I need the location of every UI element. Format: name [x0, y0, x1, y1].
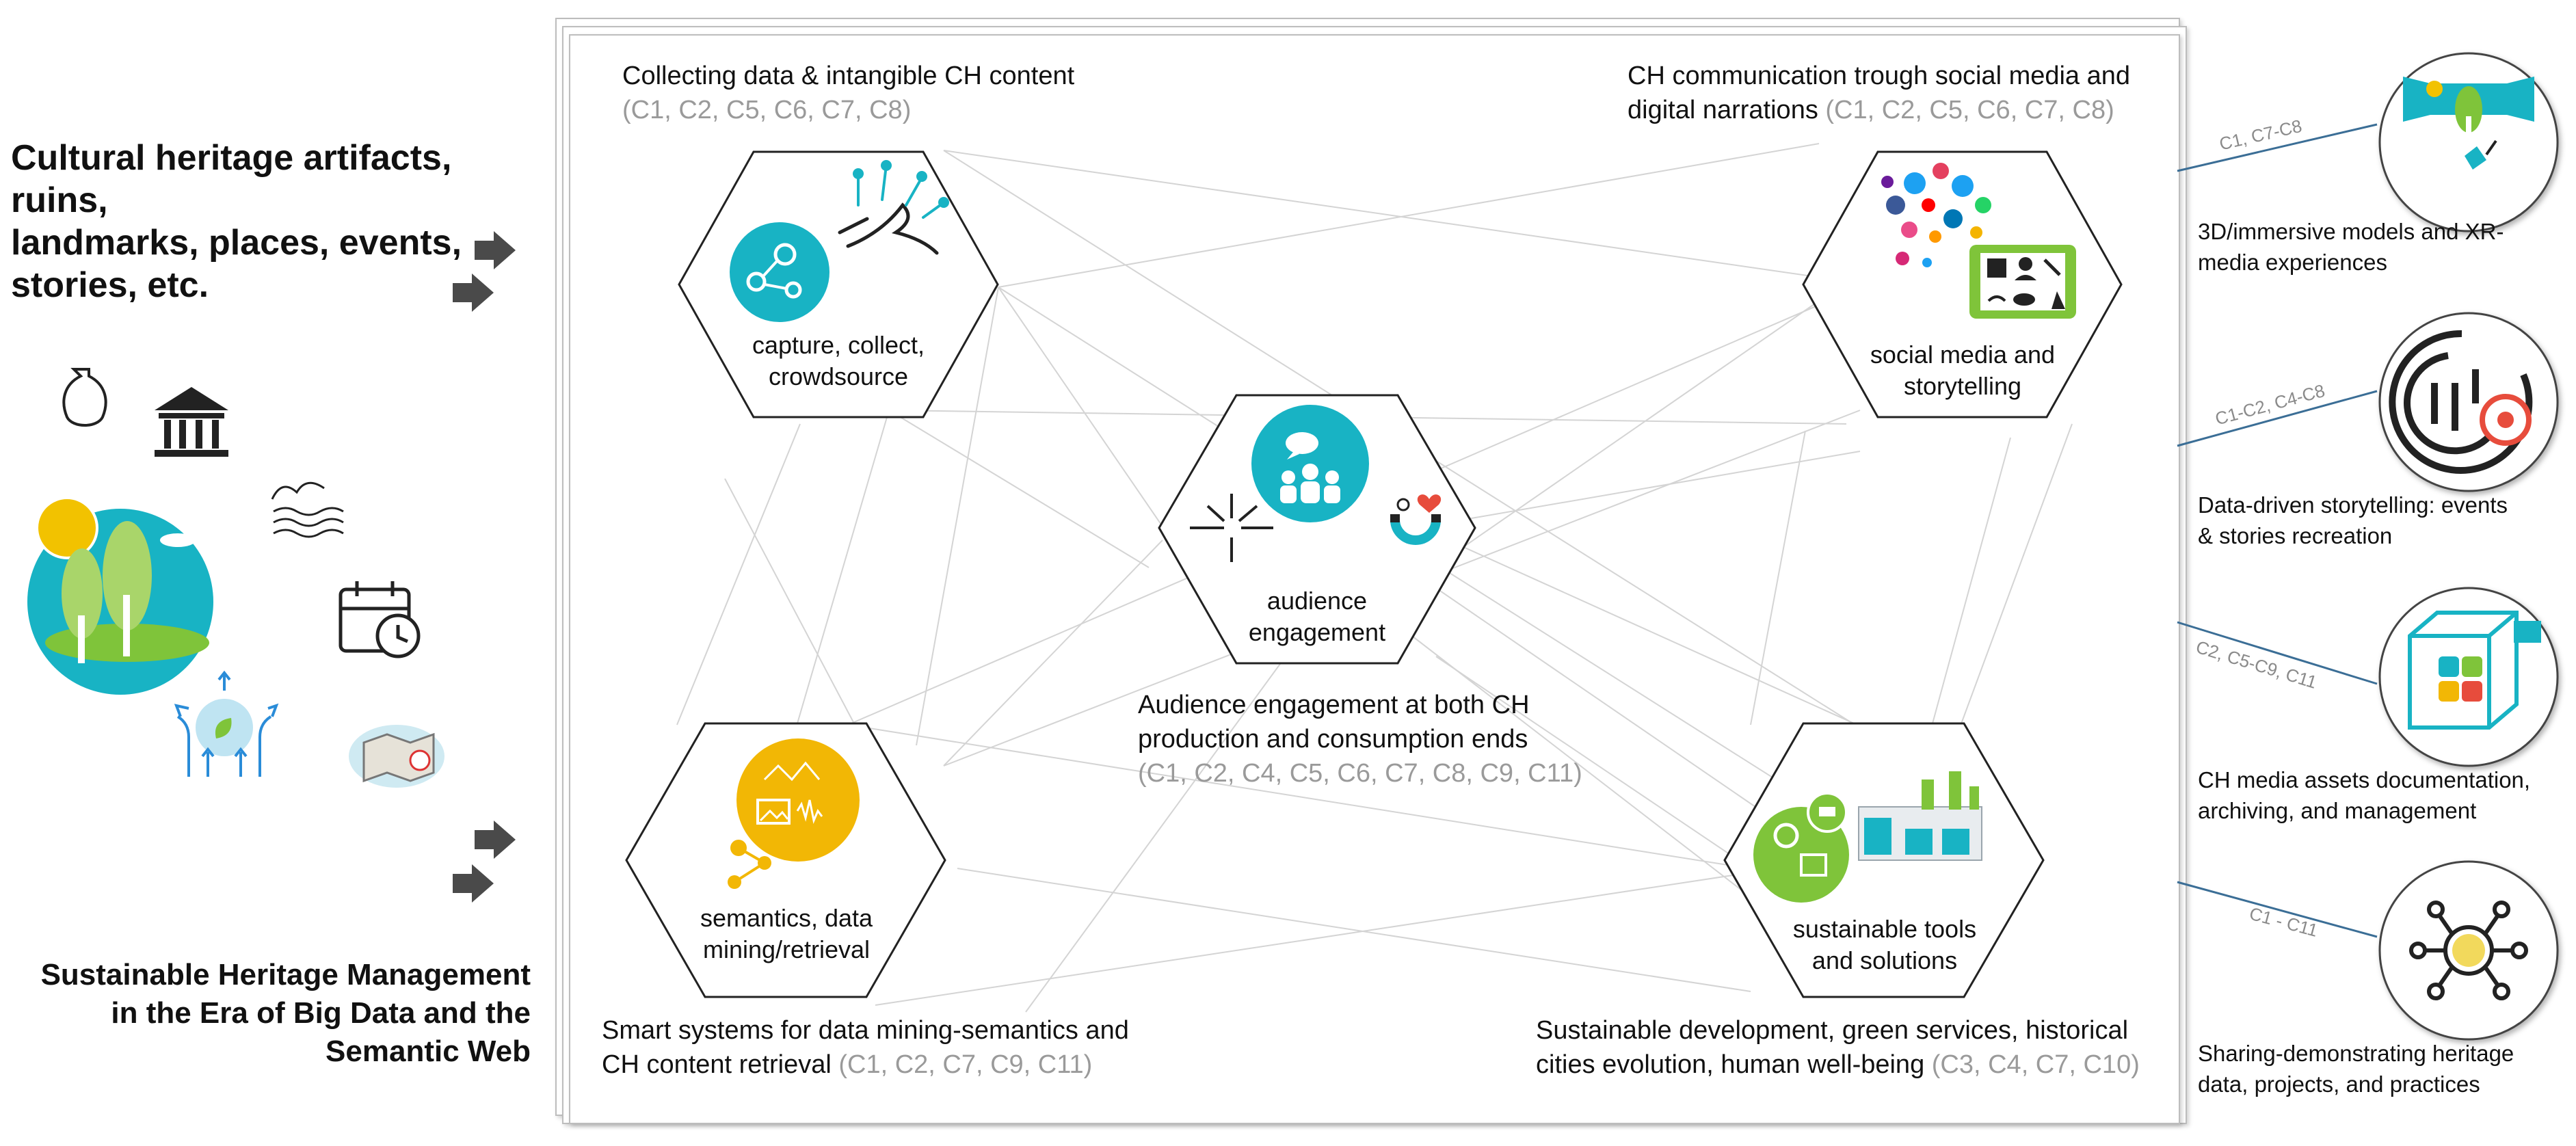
input-arrows-bottom [453, 821, 516, 903]
left-title-line-3: stories, etc. [11, 265, 209, 305]
quad-top-left-codes: (C1, C2, C5, C6, C7, C8) [622, 96, 912, 124]
maze-eye-icon [2389, 330, 2533, 474]
hex-social-label: social media and storytelling [1860, 339, 2065, 402]
output-caption-4-line-2: data, projects, and practices [2198, 1071, 2480, 1097]
output-caption-2-line-2: & stories recreation [2198, 523, 2393, 548]
output-caption-1: 3D/immersive models and XR- media experi… [2198, 216, 2567, 278]
hex-social-line-1: social media and [1870, 341, 2056, 369]
quad-center-codes: (C1, C2, C4, C5, C6, C7, C8, C9, C11) [1138, 759, 1582, 788]
left-title: Cultural heritage artifacts, ruins, land… [11, 137, 544, 306]
left-subtitle-line-1: Sustainable Heritage Management [40, 958, 531, 991]
image-audio-icon [736, 738, 860, 862]
group-icon [1280, 464, 1340, 503]
input-arrows-top [453, 231, 516, 312]
hex-audience-label: audience engagement [1214, 585, 1420, 648]
ecology-icon [174, 670, 279, 777]
output-caption-2: Data-driven storytelling: events & stori… [2198, 490, 2567, 551]
hex-sustainable-line-2: and solutions [1811, 946, 1958, 974]
tablet-icon [1969, 245, 2076, 319]
compress-arrows-icon [1190, 494, 1273, 562]
hex-audience-line-1: audience [1266, 587, 1368, 615]
gears-icon [1753, 792, 1849, 903]
quad-top-left-title: Collecting data & intangible CH content [622, 62, 1075, 90]
output-caption-4: Sharing-demonstrating heritage data, pro… [2198, 1038, 2567, 1100]
molecule-icon [730, 222, 829, 322]
media-cube-icon [2408, 611, 2541, 730]
hex-semantics-label: semantics, data mining/retrieval [684, 903, 889, 965]
hex-capture-line-1: capture, collect, [752, 331, 925, 359]
left-title-line-2: landmarks, places, events, [11, 223, 462, 263]
quad-bottom-left-codes: (C1, C2, C7, C9, C11) [838, 1050, 1093, 1079]
hex-capture [678, 150, 999, 418]
output-caption-3-line-1: CH media assets documentation, [2198, 767, 2531, 792]
factory-icon [1858, 771, 1982, 861]
left-subtitle: Sustainable Heritage Management in the E… [7, 956, 531, 1071]
quad-bottom-right-title-line-1: Sustainable development, green services,… [1536, 1016, 2129, 1045]
water-waves-icon [271, 481, 344, 538]
left-subtitle-line-2: in the Era of Big Data and the [111, 996, 531, 1030]
quad-bottom-right: Sustainable development, green services,… [1536, 1013, 2172, 1082]
hex-semantics-line-2: mining/retrieval [702, 935, 871, 963]
quad-top-left: Collecting data & intangible CH content … [622, 59, 1238, 127]
hub-icon [2409, 901, 2528, 1000]
magnet-icon [1390, 494, 1442, 545]
quad-bottom-left-title-line-2: CH content retrieval [602, 1050, 832, 1079]
quad-bottom-right-title-line-2: cities evolution, human well-being [1536, 1050, 1925, 1079]
vase-icon [62, 368, 107, 427]
quad-center: Audience engagement at both CH productio… [1138, 688, 1617, 790]
temple-icon [155, 387, 228, 457]
output-caption-2-line-1: Data-driven storytelling: events [2198, 492, 2508, 518]
hex-capture-line-2: crowdsource [768, 362, 909, 390]
hex-audience [1158, 394, 1476, 665]
hex-social [1802, 150, 2123, 418]
quad-center-title-line-2: production and consumption ends [1138, 725, 1528, 754]
network-icon [728, 840, 771, 889]
hex-sustainable-line-1: sustainable tools [1792, 915, 1977, 943]
left-title-line-1: Cultural heritage artifacts, ruins, [11, 138, 452, 220]
quad-top-right-title-line-2: digital narrations [1628, 96, 1818, 124]
quad-top-right: CH communication trough social media and… [1628, 59, 2175, 127]
quad-bottom-right-codes: (C3, C4, C7, C10) [1931, 1050, 2140, 1079]
quad-top-right-title-line-1: CH communication trough social media and [1628, 62, 2131, 90]
vr-icon [2403, 77, 2534, 170]
hex-semantics-line-1: semantics, data [700, 904, 873, 932]
hex-social-line-2: storytelling [1903, 372, 2022, 400]
calendar-clock-icon [338, 581, 421, 658]
output-caption-1-line-2: media experiences [2198, 250, 2387, 275]
output-caption-3: CH media assets documentation, archiving… [2198, 764, 2567, 826]
social-media-icon [1881, 163, 1991, 267]
hex-capture-label: capture, collect, crowdsource [736, 330, 941, 392]
hand-network-icon [838, 160, 949, 255]
quad-bottom-left-title-line-1: Smart systems for data mining-semantics … [602, 1016, 1129, 1045]
quad-bottom-left: Smart systems for data mining-semantics … [602, 1013, 1217, 1082]
hex-sustainable-label: sustainable tools and solutions [1782, 914, 1987, 976]
quad-center-title-line-1: Audience engagement at both CH [1138, 691, 1530, 719]
left-subtitle-line-3: Semantic Web [326, 1035, 531, 1068]
map-icon [349, 725, 444, 788]
output-caption-3-line-2: archiving, and management [2198, 798, 2477, 823]
hex-audience-line-2: engagement [1248, 618, 1386, 646]
quad-top-right-codes: (C1, C2, C5, C6, C7, C8) [1825, 96, 2114, 124]
output-caption-1-line-1: 3D/immersive models and XR- [2198, 219, 2504, 244]
nature-scene-icon [27, 496, 213, 695]
output-caption-4-line-1: Sharing-demonstrating heritage [2198, 1041, 2514, 1066]
output-links [2177, 123, 2378, 938]
